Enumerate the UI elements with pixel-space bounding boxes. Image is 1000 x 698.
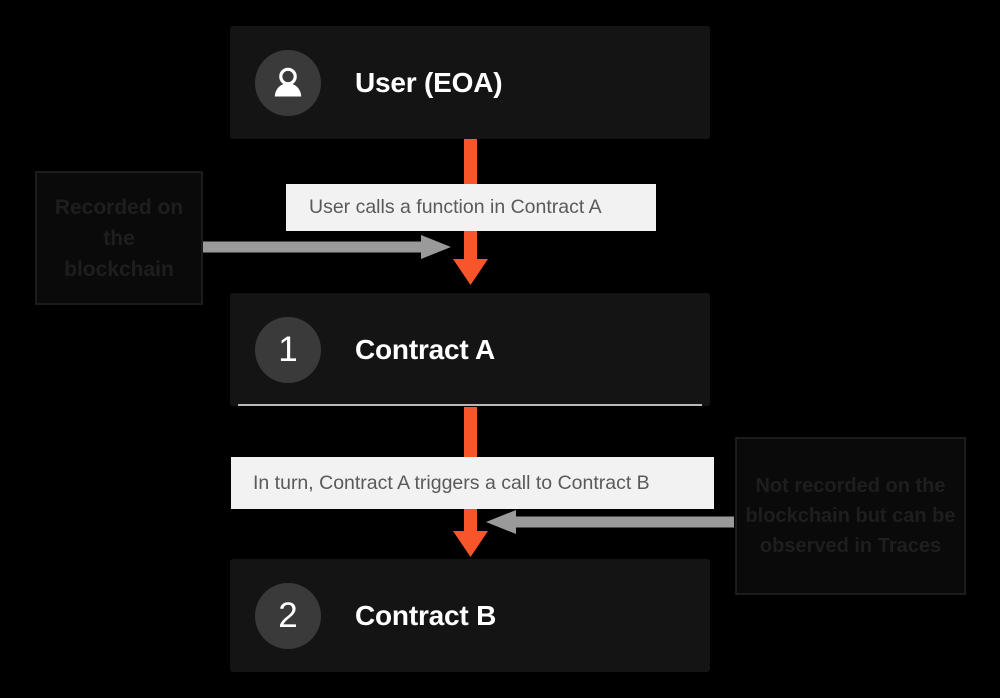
step-number-badge-2-text: 2 [278, 596, 298, 635]
caption-user-to-contract-a-text: User calls a function in Contract A [309, 196, 602, 218]
caption-contract-a-to-contract-b-text: In turn, Contract A triggers a call to C… [253, 471, 650, 494]
node-contract-b[interactable]: 2 Contract B [230, 559, 710, 672]
person-icon [255, 49, 321, 116]
node-contract-b-label: Contract B [355, 599, 497, 631]
caption-contract-a-to-contract-b: In turn, Contract A triggers a call to C… [231, 457, 714, 509]
node-user-label: User (EOA) [355, 66, 503, 98]
node-user[interactable]: User (EOA) [230, 26, 710, 139]
flow-arrow-user-to-contract-a [0, 0, 1000, 285]
node-contract-a[interactable]: 1 Contract A [230, 293, 710, 406]
node-contract-a-label: Contract A [355, 333, 496, 365]
callout-recorded-on-blockchain-text: Recorded on the blockchain [54, 195, 184, 281]
step-number-badge-1: 1 [255, 316, 321, 383]
flow-arrow-contract-a-to-contract-b [0, 0, 1000, 557]
callout-not-recorded-traces: Not recorded on the blockchain but can b… [735, 437, 966, 595]
step-number-badge-2: 2 [255, 582, 321, 649]
callout-recorded-on-blockchain: Recorded on the blockchain [35, 171, 203, 305]
annotation-arrow-right-pointing [203, 233, 453, 261]
annotation-arrow-left-pointing [472, 508, 734, 536]
step-number-badge-1-text: 1 [278, 330, 298, 369]
callout-not-recorded-traces-text: Not recorded on the blockchain but can b… [745, 475, 956, 557]
caption-user-to-contract-a: User calls a function in Contract A [286, 184, 656, 231]
